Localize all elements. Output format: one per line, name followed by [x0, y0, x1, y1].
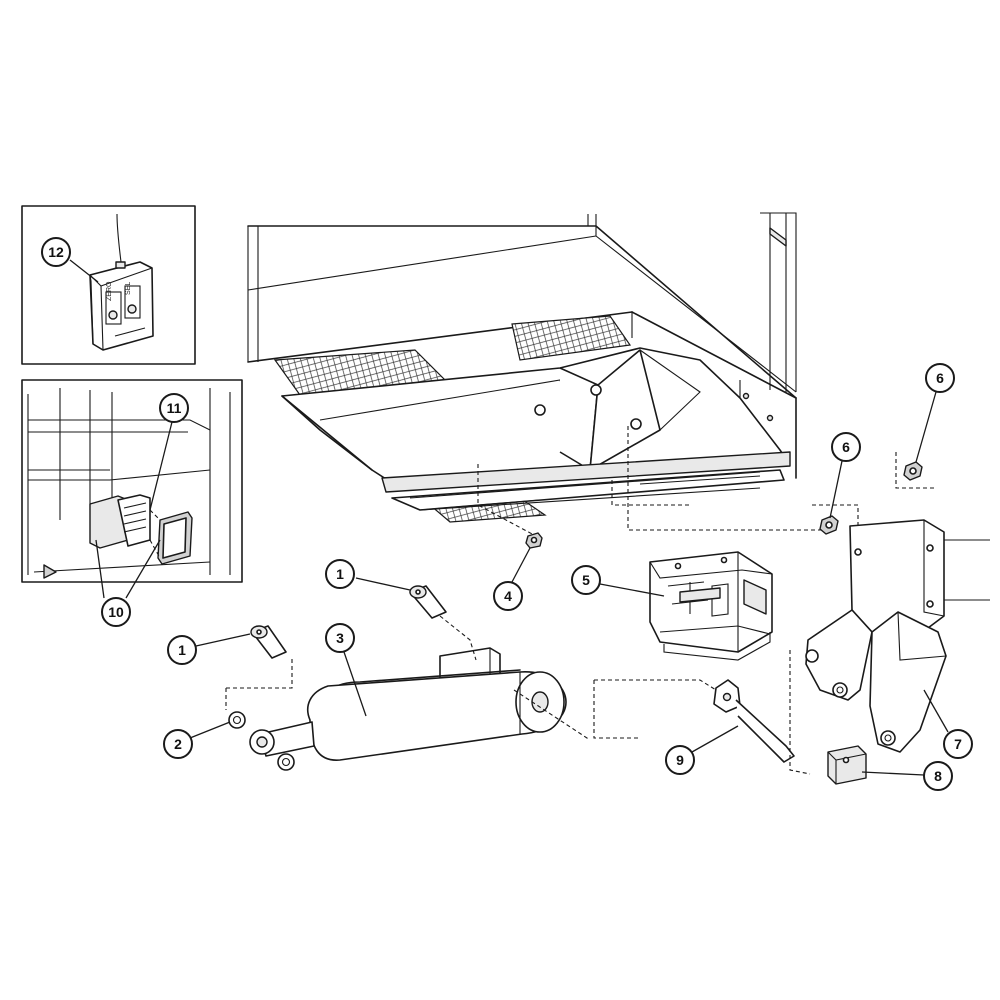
sel-button-panel — [124, 285, 141, 319]
inset-junction-box — [21, 379, 243, 583]
part-9-pin — [593, 650, 811, 775]
part-5-load-cell — [649, 551, 773, 661]
callout-8: 8 — [861, 761, 953, 791]
part-8-spacer-block — [827, 745, 867, 785]
callout-4-label: 4 — [504, 588, 512, 604]
part-6-nut-b — [903, 461, 923, 481]
callout-1-upper: 1 — [325, 559, 411, 591]
callout-5-label: 5 — [582, 572, 590, 588]
part-1-pin-a — [409, 585, 477, 661]
part-3-actuator — [249, 647, 591, 761]
callout-7: 7 — [923, 689, 973, 759]
mesh-screen-rear — [511, 315, 632, 361]
callout-10-label: 10 — [108, 604, 124, 620]
callout-10: 10 — [95, 539, 161, 627]
callout-1-lower: 1 — [167, 633, 251, 665]
scale-deck — [281, 347, 791, 511]
callout-5: 5 — [571, 565, 665, 597]
inset-pendant-frame — [21, 205, 196, 365]
callout-1-lower-label: 1 — [178, 642, 186, 658]
callout-2-label: 2 — [174, 736, 182, 752]
inset-pendant: ZERO SEL — [21, 205, 196, 365]
zero-knob — [108, 310, 118, 320]
zero-button-panel — [105, 291, 122, 325]
callout-3-label: 3 — [336, 630, 344, 646]
part-4-nut — [525, 532, 543, 549]
part-1-pin-b — [250, 625, 287, 659]
callout-12-label: 12 — [48, 244, 64, 260]
sel-knob — [127, 304, 137, 314]
callout-4: 4 — [493, 547, 531, 611]
callout-1-upper-label: 1 — [336, 566, 344, 582]
callout-2: 2 — [163, 721, 231, 759]
sel-label: SEL — [125, 282, 132, 295]
callout-9-label: 9 — [676, 752, 684, 768]
callout-3: 3 — [325, 623, 367, 717]
junction-box-cover — [157, 511, 193, 565]
pendant-remote: ZERO SEL — [89, 261, 154, 351]
callout-6-left: 6 — [829, 432, 861, 519]
carriage-assembly — [247, 212, 934, 544]
callout-12: 12 — [41, 237, 99, 283]
zero-label: ZERO — [106, 281, 113, 301]
part-2-washer-a — [228, 711, 246, 729]
part-6-nut-a — [819, 515, 839, 535]
cable-strain-relief — [115, 261, 126, 269]
callout-9: 9 — [665, 725, 739, 775]
callout-6-right-label: 6 — [936, 370, 944, 386]
callout-7-label: 7 — [954, 736, 962, 752]
part-2-washer-b — [277, 753, 295, 771]
callout-6-left-label: 6 — [842, 439, 850, 455]
inset-junction-frame — [21, 379, 243, 583]
pendant-cable — [116, 213, 122, 263]
part-7-bracket — [805, 519, 990, 753]
callout-11: 11 — [149, 393, 189, 511]
junction-box — [89, 494, 151, 549]
callout-6-right: 6 — [915, 363, 955, 463]
callout-8-label: 8 — [934, 768, 942, 784]
callout-11-label: 11 — [167, 400, 182, 416]
